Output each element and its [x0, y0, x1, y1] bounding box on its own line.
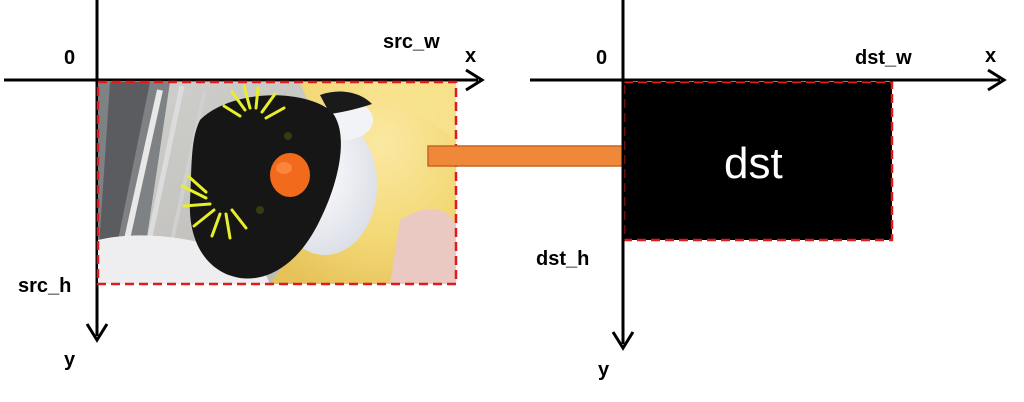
source-origin-label: 0	[64, 47, 76, 69]
destination-box-label: dst	[724, 139, 783, 188]
source-image	[98, 82, 456, 284]
source-x-arrowhead	[465, 68, 485, 92]
destination-width-label: dst_w	[855, 47, 912, 69]
destination-height-label: dst_h	[536, 248, 590, 270]
destination-x-axis-label: x	[985, 45, 997, 67]
destination-origin-label: 0	[596, 47, 608, 69]
destination-y-axis-label: y	[598, 359, 610, 381]
source-axes	[4, 0, 485, 343]
destination-axes	[530, 0, 1007, 351]
destination-x-arrowhead	[987, 68, 1007, 92]
source-y-arrowhead	[85, 323, 109, 343]
source-width-label: src_w	[383, 31, 440, 53]
source-x-axis-label: x	[465, 45, 477, 67]
destination-box	[624, 82, 892, 240]
destination-y-arrowhead	[611, 331, 635, 351]
source-y-axis-label: y	[64, 349, 76, 371]
source-height-label: src_h	[18, 275, 72, 297]
